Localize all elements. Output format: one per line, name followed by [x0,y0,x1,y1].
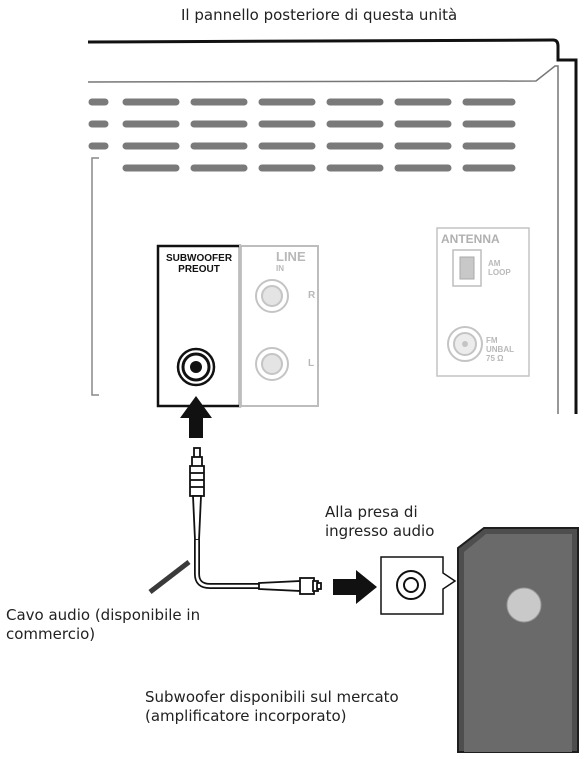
fm-label: FM [486,336,498,345]
speaker-input-callout [380,556,457,615]
subwoofer-callout-line2: (amplificatore incorporato) [145,707,347,725]
diagram-title: Il pannello posteriore di questa unità [181,6,458,24]
vertical-plug [189,447,205,541]
antenna-box [436,227,530,377]
cable-callout-line1: Cavo audio (disponibile in [6,606,201,624]
line-label: LINE [276,249,306,264]
rear-panel-outline [87,38,578,414]
unbal-label: UNBAL [486,345,514,354]
subwoofer-callout-text: Subwoofer disponibili sul mercato (ampli… [145,688,399,726]
subwoofer-label: SUBWOOFER [165,253,233,264]
subwoofer-speaker [457,527,579,753]
subwoofer-preout-jack [176,347,216,387]
horizontal-plug [258,577,322,595]
am-label: AM [488,259,501,268]
line-in-box [239,245,319,407]
speaker-driver [506,587,542,623]
in-label: IN [276,264,284,273]
input-callout-text: Alla presa di ingresso audio [325,503,434,541]
line-in-l-jack [255,347,289,381]
am-loop-terminal [452,249,482,287]
input-callout-line2: ingresso audio [325,522,435,540]
vent-slots [88,98,516,172]
audio-cable [194,540,259,589]
cable-pointer [148,560,191,594]
fm-unbal-terminal [447,326,483,362]
l-label: L [308,358,315,369]
input-callout-line1: Alla presa di [325,503,418,521]
preout-label: PREOUT [178,264,220,275]
subwoofer-callout-line1: Subwoofer disponibili sul mercato [145,688,399,706]
ohm-label: 75 Ω [486,354,504,363]
cable-callout-text: Cavo audio (disponibile in commercio) [6,606,200,644]
r-label: R [308,290,316,301]
cable-callout-line2: commercio) [6,625,96,643]
loop-label: LOOP [488,268,511,277]
line-in-r-jack [255,279,289,313]
arrow-up-icon [180,396,212,438]
antenna-label: ANTENNA [441,232,500,246]
arrow-right-icon [333,570,377,604]
